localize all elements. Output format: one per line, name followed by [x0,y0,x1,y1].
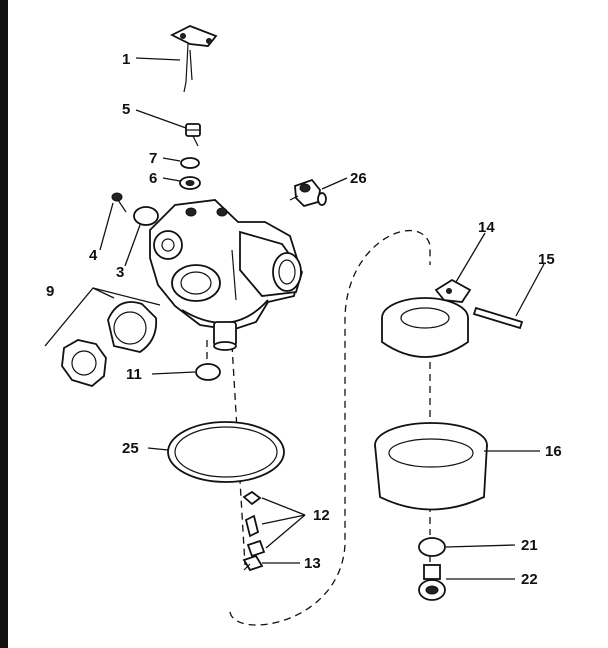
label-1: 1 [122,51,130,68]
label-12: 12 [313,507,330,524]
part-labels: 1 5 7 6 26 4 3 9 11 25 12 13 14 15 16 21… [46,51,562,588]
label-21: 21 [521,537,538,554]
page-border [0,0,8,648]
label-26: 26 [350,170,367,187]
part-5-fitting [185,123,201,147]
part-11-plug [195,363,221,381]
label-14: 14 [478,219,495,236]
part-13-needle [242,554,264,572]
label-4: 4 [89,247,98,264]
label-5: 5 [122,101,130,118]
label-6: 6 [149,170,157,187]
label-7: 7 [149,150,157,167]
label-9: 9 [46,283,54,300]
part-7-washer [180,157,200,169]
label-25: 25 [122,440,139,457]
part-16-float-bowl [374,422,488,511]
label-11: 11 [126,366,142,383]
leader-lines [44,57,545,580]
label-22: 22 [521,571,538,588]
label-15: 15 [538,251,555,268]
part-12-jet-components [242,490,266,558]
part-1-throttle-bracket [169,25,218,93]
label-3: 3 [116,264,124,281]
part-22-bowl-bolt [418,564,446,601]
part-21-washer [418,537,446,557]
part-14-float [381,278,472,358]
part-15-hinge-pin [472,306,524,330]
label-13: 13 [304,555,321,572]
part-25-gasket-ring [167,421,285,483]
part-26-elbow-fitting [289,178,327,208]
part-9-primer-assembly [61,301,158,388]
part-3-plate [133,206,159,226]
part-4-screw [111,192,127,213]
carburetor-body [149,199,303,351]
label-16: 16 [545,443,562,460]
